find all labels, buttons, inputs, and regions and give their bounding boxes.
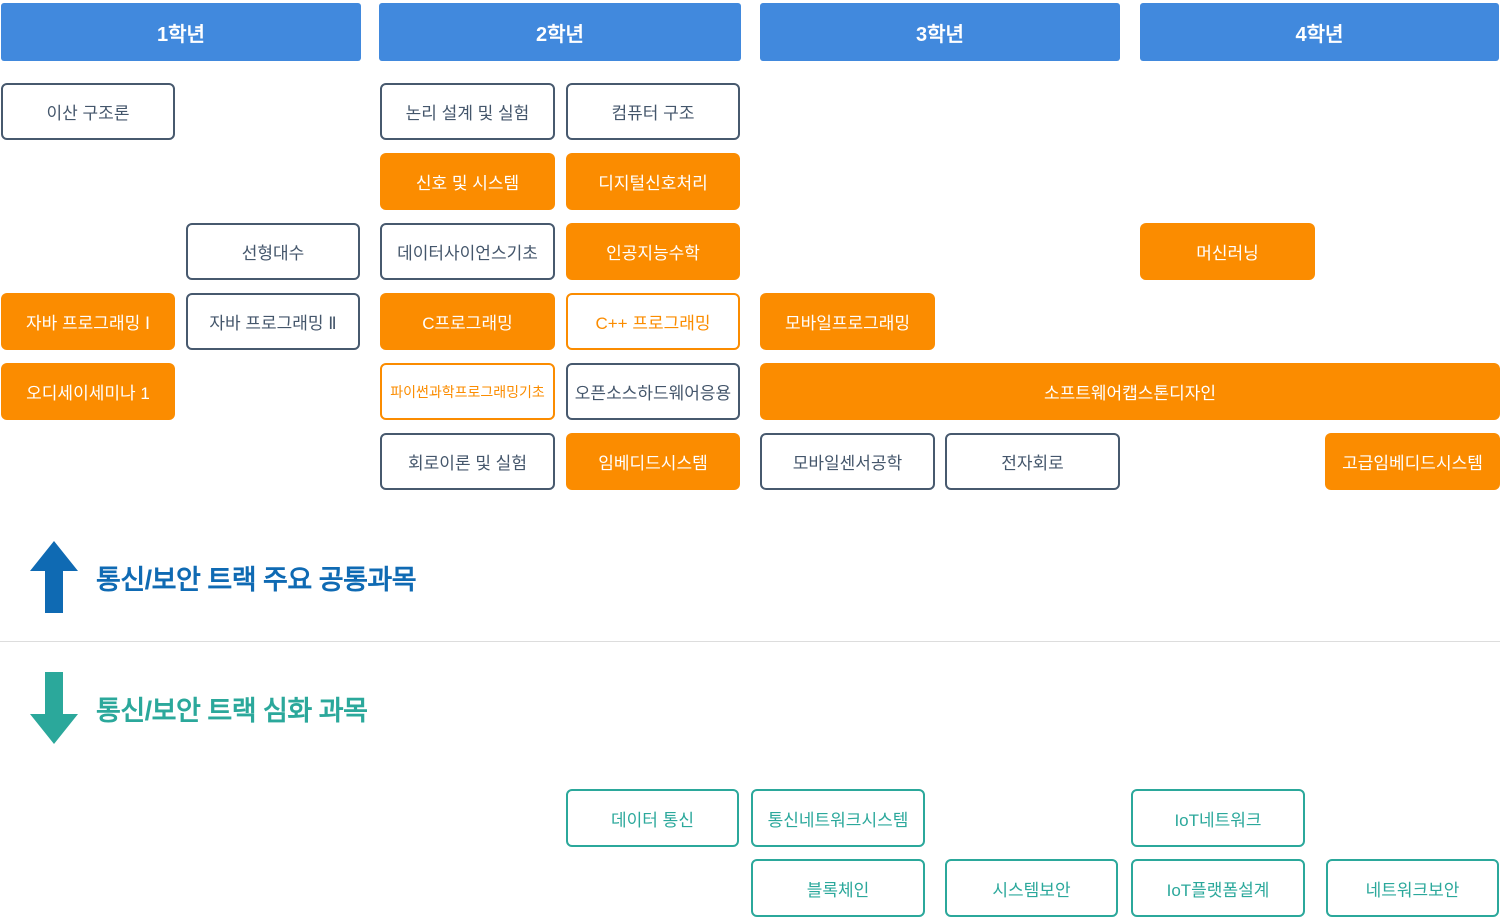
course-box: 디지털신호처리 <box>566 153 740 210</box>
down-arrow-icon <box>30 672 78 744</box>
course-box: 전자회로 <box>945 433 1120 490</box>
up-arrow-icon <box>30 541 78 613</box>
course-box: 모바일센서공학 <box>760 433 935 490</box>
course-box: 데이터사이언스기초 <box>380 223 555 280</box>
track-advanced-legend: 통신/보안 트랙 심화 과목 <box>30 672 368 744</box>
course-box: 신호 및 시스템 <box>380 153 555 210</box>
track-course-box: 시스템보안 <box>945 859 1118 917</box>
year-header: 3학년 <box>760 3 1120 61</box>
track-course-box: 데이터 통신 <box>566 789 739 847</box>
track-course-box: IoT네트워크 <box>1131 789 1305 847</box>
track-course-box: 네트워크보안 <box>1326 859 1499 917</box>
course-box: 선형대수 <box>186 223 360 280</box>
course-box: 자바 프로그래밍 Ⅰ <box>1 293 175 350</box>
section-divider <box>0 641 1500 642</box>
track-course-box: IoT플랫폼설계 <box>1131 859 1305 917</box>
course-box: 임베디드시스템 <box>566 433 740 490</box>
course-box: 오픈소스하드웨어응용 <box>566 363 740 420</box>
course-box: C프로그래밍 <box>380 293 555 350</box>
course-box: 모바일프로그래밍 <box>760 293 935 350</box>
course-box: 컴퓨터 구조 <box>566 83 740 140</box>
course-box: 인공지능수학 <box>566 223 740 280</box>
course-box: 머신러닝 <box>1140 223 1315 280</box>
course-box: 논리 설계 및 실험 <box>380 83 555 140</box>
course-box: 오디세이세미나 1 <box>1 363 175 420</box>
course-box: 회로이론 및 실험 <box>380 433 555 490</box>
track-course-box: 블록체인 <box>751 859 925 917</box>
track-course-box: 통신네트워크시스템 <box>751 789 925 847</box>
course-box: C++ 프로그래밍 <box>566 293 740 350</box>
course-box: 자바 프로그래밍 Ⅱ <box>186 293 360 350</box>
year-header: 1학년 <box>1 3 361 61</box>
track-common-label: 통신/보안 트랙 주요 공통과목 <box>96 564 417 595</box>
course-box: 파이썬과학프로그래밍기초 <box>380 363 555 420</box>
course-box: 고급임베디드시스템 <box>1325 433 1500 490</box>
year-header: 2학년 <box>379 3 741 61</box>
course-box: 이산 구조론 <box>1 83 175 140</box>
year-header: 4학년 <box>1140 3 1499 61</box>
course-box: 소프트웨어캡스톤디자인 <box>760 363 1500 420</box>
track-common-legend: 통신/보안 트랙 주요 공통과목 <box>30 541 417 613</box>
track-advanced-label: 통신/보안 트랙 심화 과목 <box>96 695 368 726</box>
